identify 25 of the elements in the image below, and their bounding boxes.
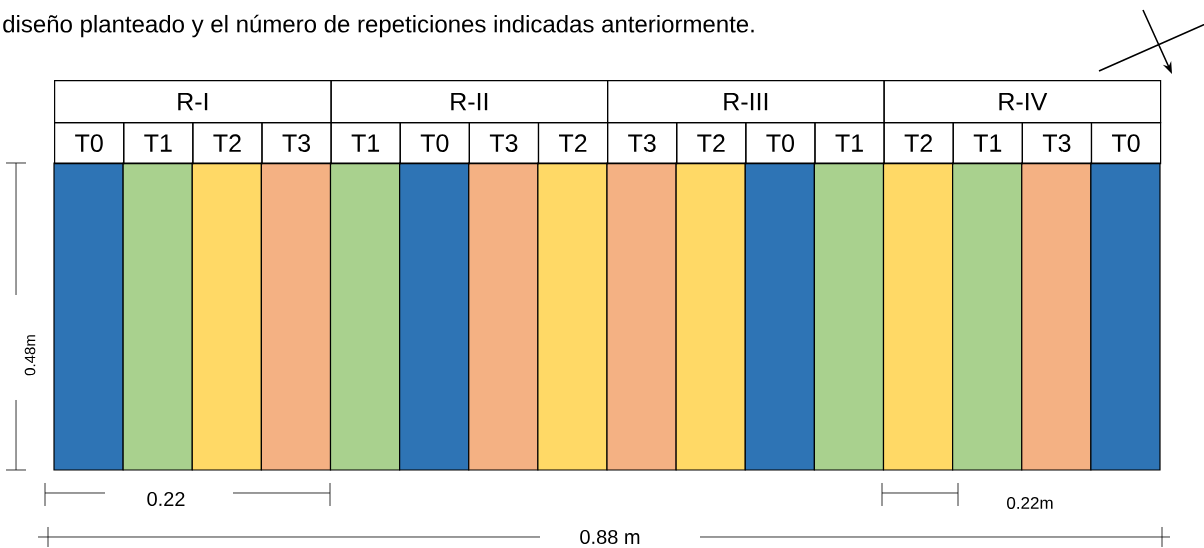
dimension-label: 0.22 (147, 491, 185, 507)
table-cell: T0 (54, 122, 125, 165)
table-cell: T1 (123, 122, 194, 165)
table-cell: T2 (883, 122, 954, 165)
table-cell: T3 (607, 122, 678, 165)
table-cell: T2 (192, 122, 263, 165)
table-cell: R-IV (883, 80, 1162, 124)
table-cell: T2 (537, 122, 609, 165)
table-cell: T3 (468, 122, 540, 165)
table-cell: T2 (676, 122, 747, 165)
table-cell: T3 (1021, 122, 1093, 165)
dimension-label: 0.22m (1007, 496, 1053, 509)
table-cell: R-II (330, 80, 609, 124)
table-cell: T1 (952, 122, 1023, 165)
dimension-label: 0.48m (24, 335, 36, 376)
table-cell: T3 (261, 122, 332, 165)
table-cell: T0 (1090, 122, 1162, 165)
table-cell: R-I (54, 80, 332, 124)
table-cell: T0 (399, 122, 470, 165)
intro-text: diseño planteado y el número de repeticiones indicadas anteriormente. (3, 14, 754, 38)
dimension-label: 0.88 m (580, 529, 640, 545)
table-cell: T0 (745, 122, 816, 165)
table-cell: T1 (330, 122, 401, 165)
table-cell: R-III (607, 80, 885, 124)
table-cell: T1 (814, 122, 885, 165)
